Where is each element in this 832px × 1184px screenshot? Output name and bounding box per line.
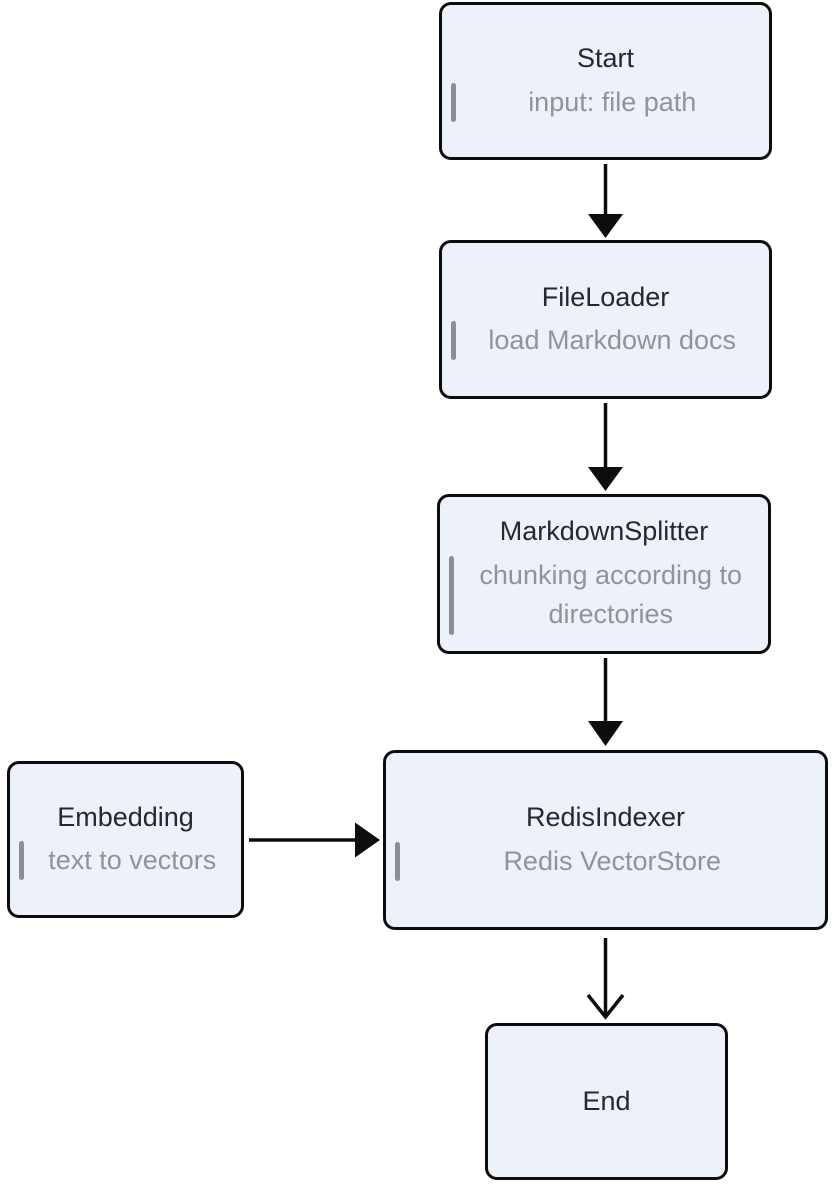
node-subtitle-row: input: file path [442, 82, 769, 122]
filled-arrowhead-icon [355, 822, 380, 858]
open-arrowhead-icon [586, 993, 625, 1020]
node-title: Start [576, 43, 635, 74]
filled-arrowhead-icon [588, 721, 623, 746]
node-subtitle-row: chunking according to directories [440, 556, 768, 635]
node-end: End [485, 1023, 728, 1180]
node-title: Embedding [57, 801, 194, 832]
subtitle-marker-bar [451, 321, 456, 361]
node-title: MarkdownSplitter [499, 516, 709, 547]
subtitle-marker-bar [451, 82, 456, 122]
filled-arrowhead-icon [588, 467, 623, 491]
node-subtitle: Redis VectorStore [503, 845, 722, 876]
edge-markdownsplitter-to-redisindexer [588, 658, 623, 746]
node-subtitle-row: load Markdown docs [442, 321, 769, 361]
node-redisindexer: RedisIndexer Redis VectorStore [383, 750, 828, 930]
node-title: FileLoader [541, 281, 670, 312]
node-title: End [582, 1085, 631, 1116]
subtitle-marker-bar [449, 556, 454, 635]
edge-embedding-to-redisindexer [249, 822, 380, 858]
edge-redisindexer-to-end [586, 938, 625, 1020]
node-subtitle-row: Redis VectorStore [386, 841, 825, 881]
edge-start-to-fileloader [588, 164, 623, 238]
node-subtitle: input: file path [528, 86, 697, 117]
node-fileloader: FileLoader load Markdown docs [439, 240, 772, 399]
edge-fileloader-to-markdownsplitter [588, 403, 623, 491]
node-embedding: Embedding text to vectors [7, 761, 244, 918]
node-subtitle: load Markdown docs [488, 325, 737, 356]
node-title: RedisIndexer [525, 802, 686, 833]
subtitle-marker-bar [395, 841, 400, 881]
node-start: Start input: file path [439, 2, 772, 160]
filled-arrowhead-icon [588, 214, 623, 238]
node-subtitle: text to vectors [48, 845, 217, 876]
node-markdownsplitter: MarkdownSplitter chunking according to d… [437, 494, 771, 654]
subtitle-marker-bar [19, 841, 24, 881]
node-subtitle-row: text to vectors [10, 841, 241, 881]
node-subtitle: chunking according to directories [479, 560, 743, 630]
